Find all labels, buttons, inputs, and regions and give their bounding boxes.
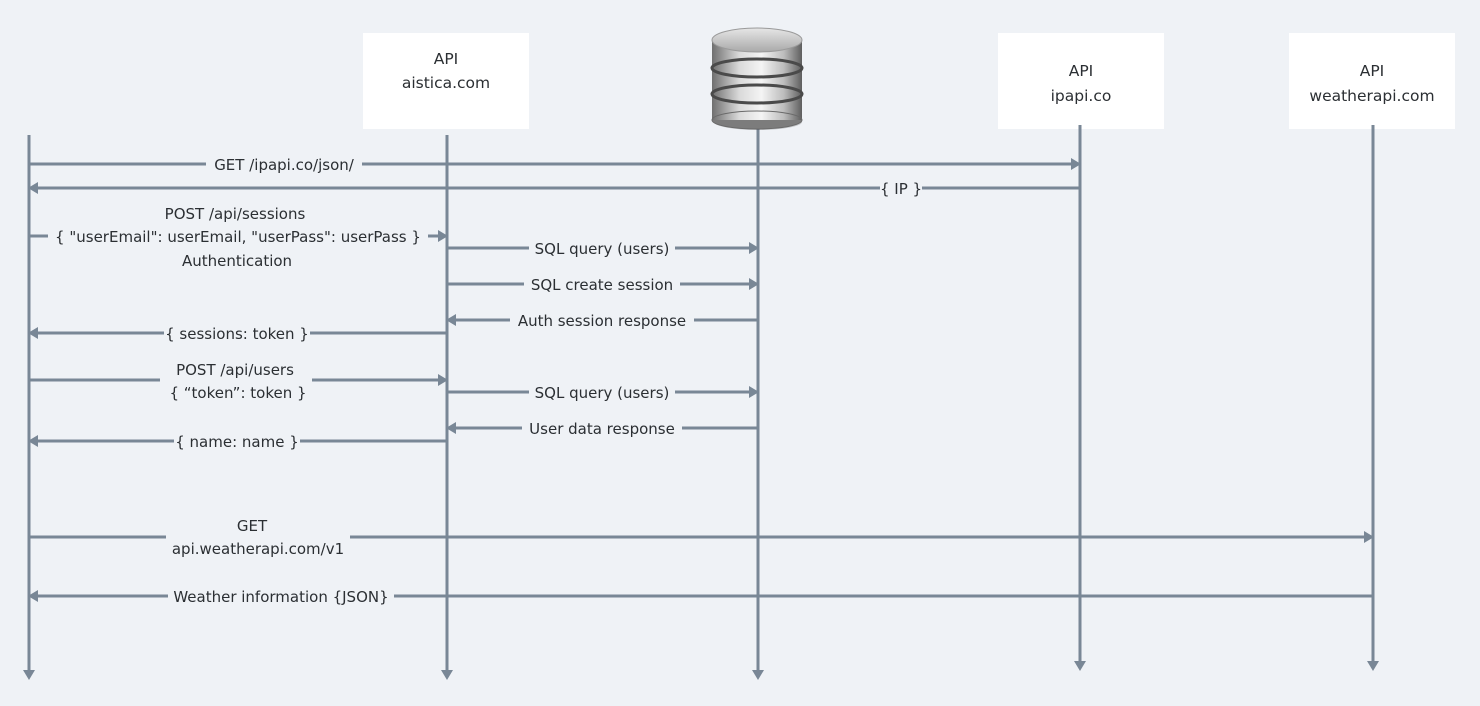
message-label: SQL query (users) bbox=[535, 240, 670, 258]
message-label: api.weatherapi.com/v1 bbox=[172, 540, 344, 558]
message-label: SQL query (users) bbox=[535, 384, 670, 402]
message-sql-query-users-1: SQL query (users) bbox=[447, 237, 759, 259]
participant-box bbox=[998, 33, 1164, 129]
participant-type-label: API bbox=[434, 50, 459, 68]
message-label: Weather information {JSON} bbox=[173, 588, 388, 606]
lifeline-arrowhead bbox=[752, 670, 764, 680]
message-ip-response: { IP } bbox=[28, 177, 1080, 199]
message-label: GET bbox=[237, 517, 268, 535]
participant-aistica: API aistica.com bbox=[363, 33, 529, 129]
message-label: POST /api/sessions bbox=[165, 205, 306, 223]
message-label: Authentication bbox=[182, 252, 292, 270]
message-label: { name: name } bbox=[175, 433, 299, 451]
participant-type-label: API bbox=[1360, 62, 1385, 80]
message-post-sessions: POST /api/sessions { "userEmail": userEm… bbox=[29, 205, 448, 270]
participant-box bbox=[1289, 33, 1455, 129]
lifeline-arrowhead bbox=[441, 670, 453, 680]
message-get-ipapi: GET /ipapi.co/json/ bbox=[29, 153, 1081, 175]
participant-weatherapi: API weatherapi.com bbox=[1289, 33, 1455, 129]
message-sessions-token: { sessions: token } bbox=[28, 322, 447, 344]
participant-box bbox=[363, 33, 529, 129]
message-label: POST /api/users bbox=[176, 361, 294, 379]
message-label: { sessions: token } bbox=[165, 325, 309, 343]
message-post-users: POST /api/users { “token”: token } bbox=[29, 358, 448, 402]
lifelines bbox=[23, 125, 1379, 680]
message-user-data-response: User data response bbox=[446, 417, 758, 439]
lifeline-arrowhead bbox=[1367, 661, 1379, 671]
message-label: { "userEmail": userEmail, "userPass": us… bbox=[55, 228, 421, 246]
participant-name-label: ipapi.co bbox=[1051, 87, 1112, 105]
message-get-weather: GET api.weatherapi.com/v1 bbox=[29, 515, 1374, 559]
participant-name-label: weatherapi.com bbox=[1309, 87, 1434, 105]
message-sql-create-session: SQL create session bbox=[447, 273, 759, 295]
database-icon bbox=[710, 27, 804, 130]
message-label: User data response bbox=[529, 420, 675, 438]
participant-type-label: API bbox=[1069, 62, 1094, 80]
lifeline-arrowhead bbox=[1074, 661, 1086, 671]
message-label: SQL create session bbox=[531, 276, 673, 294]
participant-ipapi: API ipapi.co bbox=[998, 33, 1164, 129]
message-label: GET /ipapi.co/json/ bbox=[214, 156, 355, 174]
message-auth-session-response: Auth session response bbox=[446, 309, 758, 331]
message-label: { “token”: token } bbox=[169, 384, 306, 402]
participant-name-label: aistica.com bbox=[402, 74, 490, 92]
lifeline-arrowhead bbox=[23, 670, 35, 680]
message-name-response: { name: name } bbox=[28, 430, 447, 452]
message-label: Auth session response bbox=[518, 312, 686, 330]
message-label: { IP } bbox=[880, 180, 922, 198]
message-sql-query-users-2: SQL query (users) bbox=[447, 381, 759, 403]
message-weather-info: Weather information {JSON} bbox=[28, 585, 1373, 607]
